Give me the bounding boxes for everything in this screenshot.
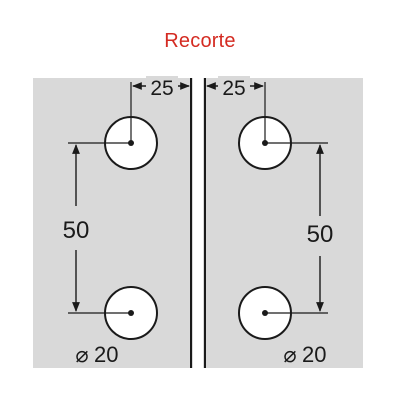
right-spacing-label: 50 xyxy=(307,221,334,248)
right-diameter-symbol: ⌀ xyxy=(283,342,296,367)
left-glass-panel: 25 50 ⌀ 20 xyxy=(33,76,193,368)
left-diameter-symbol: ⌀ xyxy=(75,342,88,367)
right-glass-panel: 25 50 ⌀ 20 xyxy=(203,76,363,368)
diagram-title: Recorte xyxy=(164,30,236,52)
left-diameter-label: 20 xyxy=(94,342,118,367)
right-offset-label: 25 xyxy=(222,77,245,100)
right-diameter-label: 20 xyxy=(302,342,326,367)
left-offset-label: 25 xyxy=(150,77,173,100)
left-spacing-label: 50 xyxy=(63,217,90,244)
